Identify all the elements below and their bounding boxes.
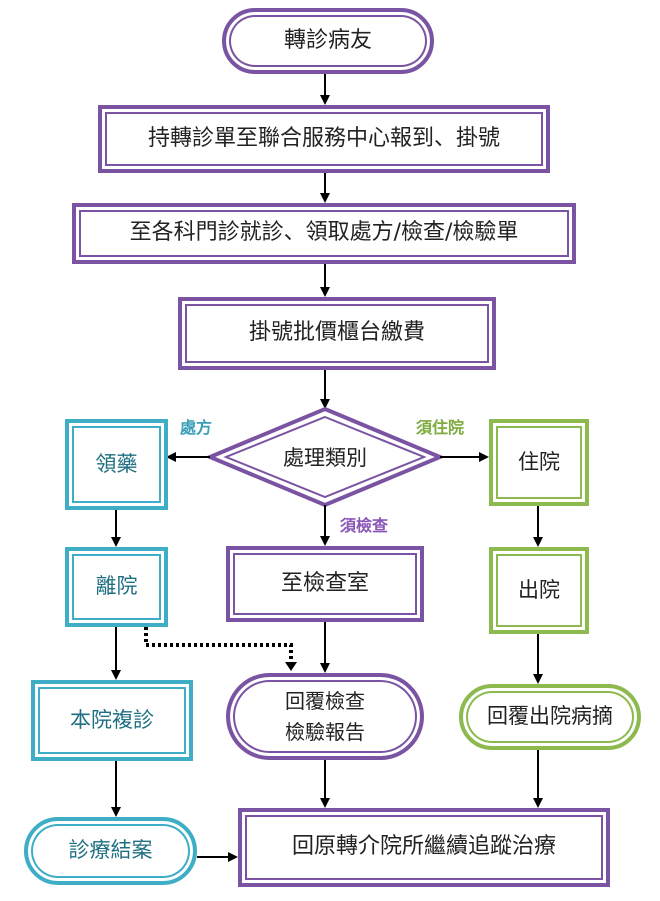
node-followup-label: 本院複診 <box>70 707 154 732</box>
node-clinic-visit-label: 至各科門診就診、領取處方/檢查/檢驗單 <box>129 220 519 246</box>
dotted-discharge-report <box>144 627 293 663</box>
node-admission-label: 住院 <box>518 449 560 474</box>
node-discharge-right: 出院 <box>489 547 589 634</box>
node-payment: 掛號批價櫃台繳費 <box>178 297 496 370</box>
node-case-closed: 診療結案 <box>24 817 197 885</box>
node-discharge-right-label: 出院 <box>518 577 560 602</box>
node-registration: 持轉診單至聯合服務中心報到、掛號 <box>98 105 550 173</box>
node-followup: 本院複診 <box>31 680 193 761</box>
edge-label-prescription: 處方 <box>180 418 213 437</box>
node-discharge-summary-label: 回覆出院病摘 <box>487 704 613 729</box>
node-admission: 住院 <box>489 419 589 506</box>
decision-diamond-inner <box>223 415 427 499</box>
node-medicine-label: 領藥 <box>95 451 138 476</box>
node-return-referral-label: 回原轉介院所繼續追蹤治療 <box>291 834 556 860</box>
node-registration-label: 持轉診單至聯合服務中心報到、掛號 <box>147 125 500 151</box>
node-exam-room: 至檢查室 <box>226 546 424 622</box>
node-report-label: 回覆檢查 檢驗報告 <box>285 688 365 744</box>
dotted-arrowhead <box>285 662 297 671</box>
node-payment-label: 掛號批價櫃台繳費 <box>248 320 425 346</box>
node-referred-patient-label: 轉診病友 <box>283 27 372 53</box>
node-case-closed-label: 診療結案 <box>68 838 153 863</box>
node-decision-label: 處理類別 <box>283 446 367 470</box>
node-clinic-visit: 至各科門診就診、領取處方/檢查/檢驗單 <box>72 203 576 264</box>
edge-label-needs-exam: 須檢查 <box>340 516 389 535</box>
node-referred-patient: 轉診病友 <box>222 8 434 74</box>
node-exam-room-label: 至檢查室 <box>280 570 369 596</box>
node-discharge-summary: 回覆出院病摘 <box>459 684 641 750</box>
node-discharge-left: 離院 <box>65 547 168 627</box>
edge-label-needs-admission: 須住院 <box>416 418 465 437</box>
node-medicine: 領藥 <box>65 419 168 510</box>
node-report: 回覆檢查 檢驗報告 <box>226 673 424 760</box>
node-return-referral: 回原轉介院所繼續追蹤治療 <box>238 808 610 887</box>
node-discharge-left-label: 離院 <box>95 574 138 599</box>
